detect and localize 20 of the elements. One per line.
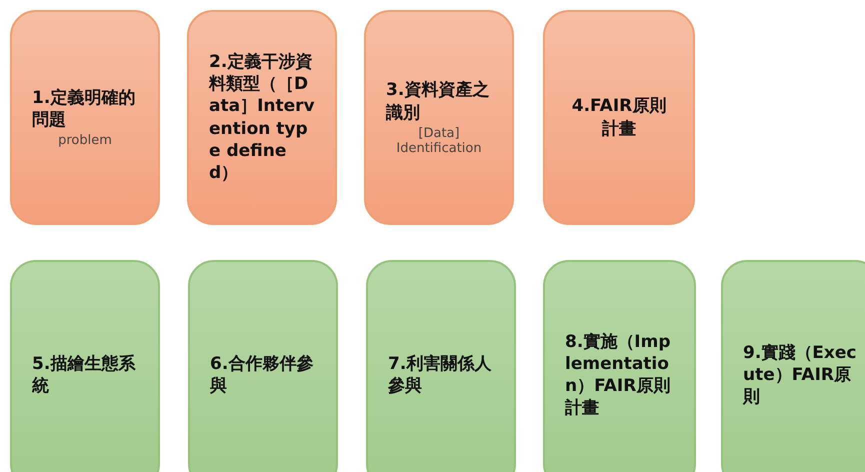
step-box — [187, 10, 337, 225]
step-subtitle: problem — [57, 133, 113, 148]
step-title: 9.實踐（Execute）FAIR原則 — [742, 342, 858, 408]
step-title: 1.定義明確的問題 — [31, 86, 136, 132]
step-title: 2.定義干涉資料類型（［Data］Intervention type defined） — [208, 51, 316, 184]
step-title: 8.實施（Implementation）FAIR原則計畫 — [564, 330, 672, 420]
step-title: 3.資料資產之識別 — [384, 79, 490, 124]
step-title: 4.FAIR原則計畫 — [570, 95, 668, 140]
step-box — [543, 10, 695, 225]
step-box — [364, 10, 514, 225]
step-box — [10, 10, 160, 225]
step-box — [188, 260, 338, 472]
step-title: 5.描繪生態系統 — [31, 352, 136, 398]
step-title: 6.合作夥伴參與 — [209, 352, 314, 398]
step-box — [721, 260, 865, 472]
step-box — [10, 260, 160, 472]
step-title: 7.利害關係人參與 — [387, 352, 492, 398]
step-subtitle: [Data] Identification — [395, 126, 483, 156]
step-box — [366, 260, 516, 472]
step-box — [543, 260, 696, 472]
